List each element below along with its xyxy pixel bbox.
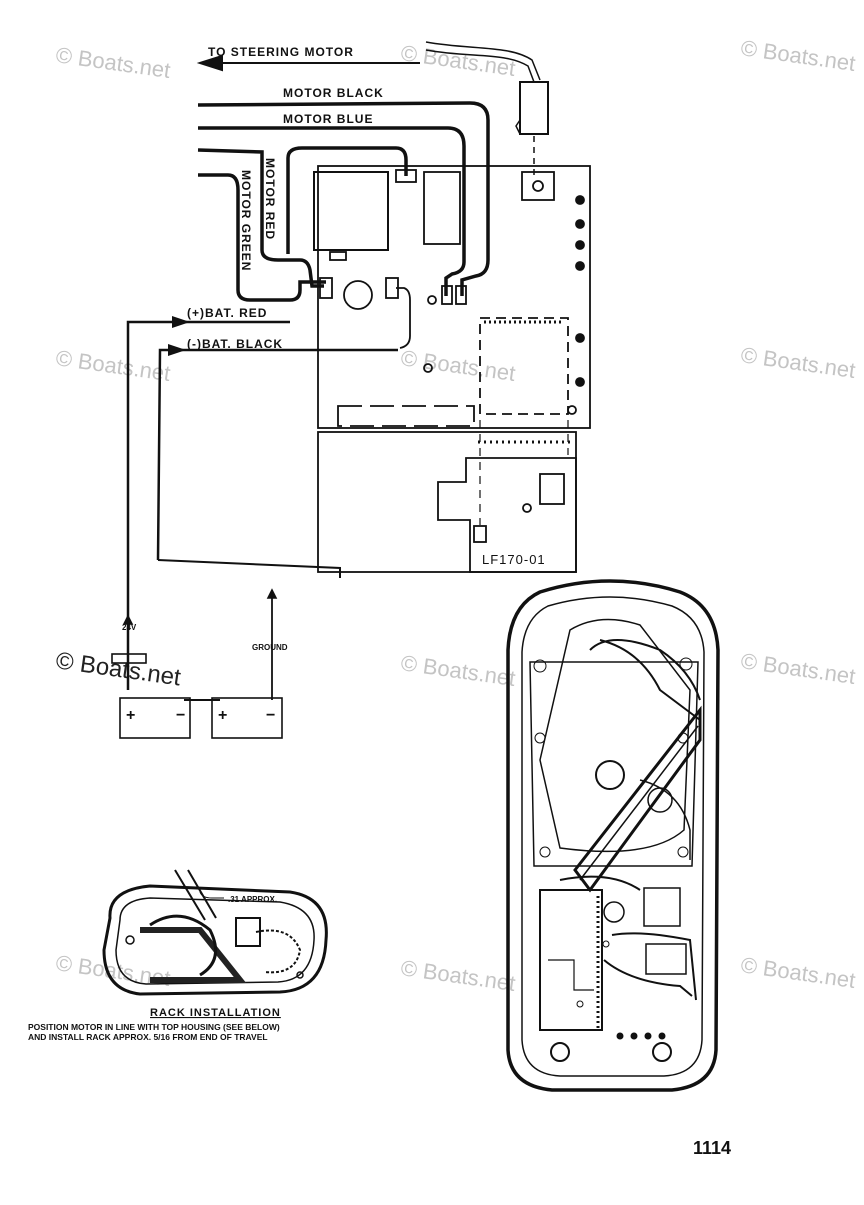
motor-green-label: MOTOR GREEN [239,170,253,271]
bat-black-arrow-icon [168,344,186,356]
watermark: © Boats.net [399,345,517,386]
bat-black-label: (-)BAT. BLACK [187,337,283,351]
battery2-plus: + [218,707,227,724]
watermarks: © Boats.net © Boats.net © Boats.net © Bo… [54,35,857,996]
motor-wires [197,101,490,302]
battery1-minus: − [176,707,185,724]
lower-board [317,431,577,573]
motor-blue-label: MOTOR BLUE [283,112,373,126]
motor-red-label: MOTOR RED [263,158,277,240]
watermark: © Boats.net [739,648,857,689]
approx-label: .31 APPROX. [228,895,277,904]
watermark: © Boats.net [54,345,172,386]
battery-bank [111,588,283,739]
watermark: © Boats.net [54,950,172,991]
motor-black-label: MOTOR BLACK [283,86,384,100]
watermark: © Boats.net [54,42,172,83]
rack-installation-drawing [102,869,328,996]
rack-instruction-line1: POSITION MOTOR IN LINE WITH TOP HOUSING … [28,1022,280,1032]
steering-motor-lead [196,41,549,175]
rack-instruction-line2: AND INSTALL RACK APPROX. 5/16 FROM END O… [28,1032,268,1042]
battery1-plus: + [126,707,135,724]
watermark: © Boats.net [399,650,517,691]
watermark: © Boats.net [739,35,857,76]
rack-title: RACK INSTALLATION [150,1007,281,1019]
voltage-label: 24V [122,623,137,632]
page-number: 1114 [693,1138,732,1158]
alignment-lines [479,420,569,525]
to-steering-motor-label: TO STEERING MOTOR [208,45,354,59]
bat-red-label: (+)BAT. RED [187,306,267,320]
watermark: © Boats.net [739,342,857,383]
watermark: © Boats.net [739,952,857,993]
battery2-minus: − [266,707,275,724]
bat-red-arrow-icon [172,316,190,328]
watermark: © Boats.net [399,955,517,996]
control-board [313,165,591,429]
ground-label: GROUND [252,643,288,652]
foot-pedal-housing [506,579,720,1092]
board-code-label: LF170-01 [482,552,546,567]
